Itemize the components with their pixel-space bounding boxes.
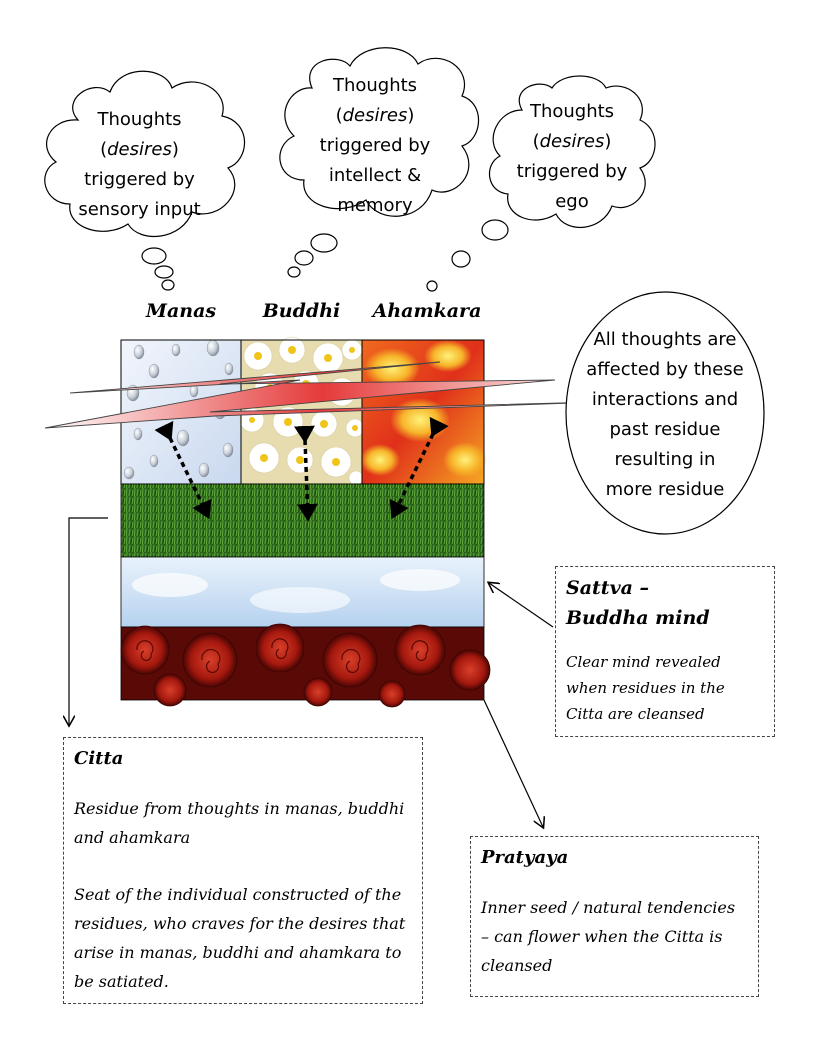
pratyaya-title: Pratyaya	[481, 847, 569, 868]
cloud-sensory-line-4: sensory input	[78, 199, 201, 220]
oval-line-4: past residue	[609, 419, 721, 440]
citta-note: Citta Residue from thoughts in manas, bu…	[63, 737, 423, 1004]
rose-layer	[120, 623, 491, 708]
pratyaya-note: Pratyaya Inner seed / natural tendencies…	[470, 836, 759, 997]
interaction-arrows	[154, 416, 449, 522]
cloud-sensory-text: Thoughts (desires) triggered by sensory …	[62, 105, 217, 225]
cloud-ego-text: Thoughts (desires) triggered by ego	[502, 97, 642, 217]
label-manas: Manas	[145, 300, 217, 322]
sattva-connector	[489, 583, 554, 628]
sky-layer	[120, 556, 485, 628]
cloud-ego	[426, 75, 656, 292]
oval-callout-text: All thoughts are affected by these inter…	[571, 325, 759, 505]
oval-line-3: interactions and	[591, 389, 739, 410]
pratyaya-body: Inner seed / natural tendencies – can fl…	[481, 898, 736, 975]
cloud-ego-line-1: Thoughts	[529, 101, 615, 122]
cloud-intellect-line-2: (desires)	[335, 105, 415, 126]
cloud-sensory-line-3: triggered by	[84, 169, 195, 190]
connector-lines	[69, 517, 554, 827]
cloud-intellect-line-5: memory	[337, 195, 413, 216]
cloud-sensory-line-1: Thoughts	[97, 109, 182, 130]
sattva-title: Sattva – Buddha mind	[566, 577, 710, 629]
label-ahamkara: Ahamkara	[372, 300, 482, 322]
label-buddhi: Buddhi	[262, 300, 341, 322]
citta-title: Citta	[74, 748, 124, 769]
sattva-body: Clear mind revealed when residues in the…	[566, 653, 725, 723]
cloud-ego-line-3: triggered by	[516, 161, 628, 182]
citta-body-1: Residue from thoughts in manas, buddhi a…	[74, 799, 405, 847]
cloud-sensory-line-2: (desires)	[100, 139, 179, 160]
grass-layer	[120, 483, 485, 558]
cloud-sensory	[44, 70, 246, 291]
citta-connector	[69, 517, 108, 725]
cloud-intellect-line-4: intellect &	[328, 165, 422, 186]
cloud-intellect-text: Thoughts (desires) triggered by intellec…	[295, 71, 455, 221]
oval-callout-shape	[565, 291, 765, 535]
pratyaya-connector	[483, 699, 543, 827]
cloud-intellect-line-3: triggered by	[319, 135, 431, 156]
cloud-ego-line-4: ego	[555, 191, 589, 212]
interaction-bolt	[44, 361, 601, 429]
cloud-intellect-line-1: Thoughts	[332, 75, 418, 96]
cloud-ego-line-2: (desires)	[532, 131, 612, 152]
oval-line-1: All thoughts are	[593, 329, 737, 350]
oval-line-2: affected by these	[586, 359, 744, 380]
oval-line-5: resulting in	[614, 449, 716, 470]
ahamkara-panel	[360, 340, 487, 484]
cloud-intellect	[279, 47, 480, 278]
sattva-note: Sattva – Buddha mind Clear mind revealed…	[555, 566, 775, 737]
citta-body-2: Seat of the individual constructed of th…	[74, 885, 406, 991]
oval-line-6: more residue	[605, 479, 725, 500]
